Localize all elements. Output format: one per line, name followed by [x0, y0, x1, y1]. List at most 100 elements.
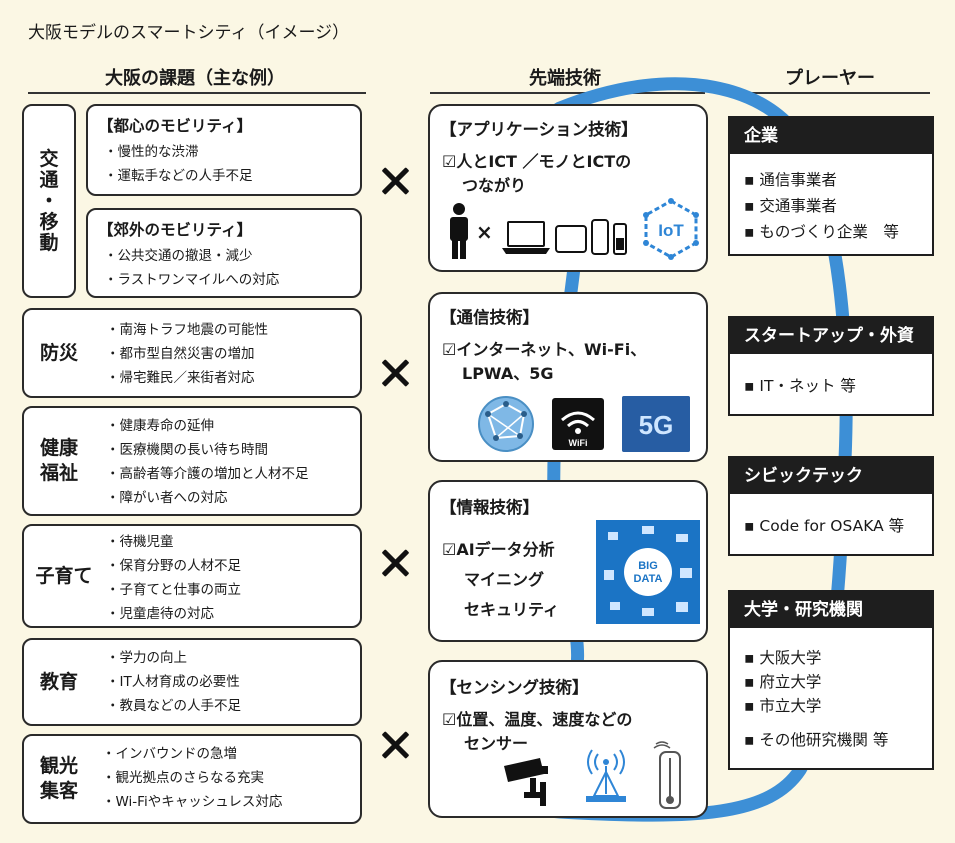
tourism-item: ・Wi-Fiやキャッシュレス対応 — [102, 794, 283, 810]
suburban-mobility-box: 【郊外のモビリティ】 ・公共交通の撤退・減少 ・ラストワンマイルへの対応 — [86, 208, 362, 298]
player-item: ▪ IT・ネット 等 — [744, 377, 856, 395]
health-item: ・医療機関の長い待ち時間 — [106, 442, 268, 458]
childcare-item: ・保育分野の人材不足 — [106, 558, 241, 574]
times-icon — [380, 548, 410, 578]
health-category-label: 健康 福祉 — [39, 437, 78, 484]
globe-network-icon — [478, 396, 534, 452]
big-data-label-line: DATA — [634, 573, 663, 585]
communication-tech-box: 【通信技術】 ☑インターネット、Wi-Fi、 LPWA、5G WiFi 5G — [428, 292, 708, 462]
health-item: ・健康寿命の延伸 — [106, 418, 214, 434]
education-box: 教育 ・学力の向上 ・IT人材育成の必要性 ・教員などの人手不足 — [22, 638, 362, 726]
childcare-item: ・子育てと仕事の両立 — [106, 582, 241, 598]
player-university-box: 大学・研究機関 ▪ 大阪大学 ▪ 府立大学 ▪ 市立大学 ▪ その他研究機関 等 — [728, 590, 934, 770]
information-tech-line: ☑AIデータ分析 — [442, 540, 555, 559]
thermometer-icon — [653, 741, 681, 809]
mobile-phone-icon — [613, 223, 627, 255]
communication-tech-line: ☑インターネット、Wi-Fi、 — [442, 340, 647, 359]
health-item: ・障がい者への対応 — [106, 490, 228, 506]
education-item: ・学力の向上 — [106, 650, 187, 666]
suburban-mobility-item: ・公共交通の撤退・減少 — [104, 248, 253, 264]
urban-mobility-title: 【都心のモビリティ】 — [98, 117, 253, 135]
player-startup-box: スタートアップ・外資 ▪ IT・ネット 等 — [728, 316, 934, 416]
education-item: ・IT人材育成の必要性 — [106, 674, 240, 690]
big-data-label-line: BIG — [638, 560, 658, 572]
information-tech-line: マイニング — [464, 570, 545, 589]
education-item: ・教員などの人手不足 — [106, 698, 241, 714]
iot-label: IoT — [658, 221, 684, 240]
player-item: ▪ ものづくり企業 等 — [744, 223, 899, 241]
disaster-item: ・南海トラフ地震の可能性 — [106, 322, 268, 338]
player-enterprise-box: 企業 ▪ 通信事業者 ▪ 交通事業者 ▪ ものづくり企業 等 — [728, 116, 934, 256]
player-university-title: 大学・研究機関 — [730, 592, 932, 628]
iot-icon: IoT — [643, 198, 699, 260]
issues-header-line — [28, 92, 366, 94]
disaster-item: ・都市型自然災害の増加 — [106, 346, 255, 362]
page-title: 大阪モデルのスマートシティ（イメージ） — [28, 23, 350, 43]
player-startup-title: スタートアップ・外資 — [730, 318, 932, 354]
player-item: ▪ その他研究機関 等 — [744, 731, 889, 749]
player-civictech-box: シビックテック ▪ Code for OSAKA 等 — [728, 456, 934, 556]
suburban-mobility-title: 【郊外のモビリティ】 — [98, 221, 253, 239]
tourism-item: ・観光拠点のさらなる充実 — [102, 770, 264, 786]
player-item: ▪ 市立大学 — [744, 697, 822, 715]
tech-header: 先端技術 — [529, 68, 601, 89]
childcare-item: ・待機児童 — [106, 534, 174, 550]
application-tech-title: 【アプリケーション技術】 — [440, 120, 638, 139]
information-tech-box: 【情報技術】 ☑AIデータ分析 マイニング セキュリティ BIG DATA — [428, 480, 708, 642]
tablet-icon — [555, 225, 587, 253]
times-icon — [380, 730, 410, 760]
smartphone-icon — [591, 219, 609, 255]
disaster-item: ・帰宅難民／来街者対応 — [106, 370, 255, 386]
sensing-tech-line: ☑位置、温度、速度などの — [442, 710, 633, 729]
mobility-category-label: 交 通 ・ 移 動 — [39, 147, 59, 254]
times-small-icon: × — [476, 220, 493, 244]
health-box: 健康 福祉 ・健康寿命の延伸 ・医療機関の長い待ち時間 ・高齢者等介護の増加と人… — [22, 406, 362, 516]
sensing-tech-box: 【センシング技術】 ☑位置、温度、速度などの センサー — [428, 660, 708, 818]
application-tech-line: ☑人とICT ／モノとICTの — [442, 152, 632, 171]
big-data-icon: BIG DATA — [596, 520, 700, 624]
wifi-label: WiFi — [569, 438, 588, 448]
5g-label: 5G — [639, 410, 674, 440]
players-header-line — [735, 92, 930, 94]
player-item: ▪ 交通事業者 — [744, 197, 837, 215]
childcare-category-label: 子育て — [35, 564, 93, 587]
urban-mobility-box: 【都心のモビリティ】 ・慢性的な渋滞 ・運転手などの人手不足 — [86, 104, 362, 196]
application-tech-box: 【アプリケーション技術】 ☑人とICT ／モノとICTの つながり × IoT — [428, 104, 708, 272]
urban-mobility-item: ・運転手などの人手不足 — [104, 168, 253, 184]
disaster-box: 防災 ・南海トラフ地震の可能性 ・都市型自然災害の増加 ・帰宅難民／来街者対応 — [22, 308, 362, 398]
5g-icon: 5G — [622, 396, 690, 452]
tourism-category-label: 観光 集客 — [39, 755, 78, 802]
health-item: ・高齢者等介護の増加と人材不足 — [106, 466, 309, 482]
urban-mobility-item: ・慢性的な渋滞 — [104, 144, 199, 160]
disaster-category-label: 防災 — [39, 341, 78, 364]
mobility-category-box: 交 通 ・ 移 動 — [22, 104, 76, 298]
childcare-box: 子育て ・待機児童 ・保育分野の人材不足 ・子育てと仕事の両立 ・児童虐待の対応 — [22, 524, 362, 628]
issues-header: 大阪の課題（主な例） — [105, 68, 285, 89]
person-icon — [450, 203, 468, 259]
security-camera-icon — [504, 758, 548, 806]
tourism-box: 観光 集客 ・インバウンドの急増 ・観光拠点のさらなる充実 ・Wi-Fiやキャッ… — [22, 734, 362, 824]
childcare-item: ・児童虐待の対応 — [106, 606, 214, 622]
tourism-item: ・インバウンドの急増 — [102, 746, 237, 762]
application-tech-line: つながり — [462, 176, 527, 195]
wifi-icon: WiFi — [552, 398, 604, 450]
suburban-mobility-item: ・ラストワンマイルへの対応 — [104, 272, 280, 288]
player-item: ▪ 通信事業者 — [744, 171, 837, 189]
communication-tech-line: LPWA、5G — [462, 364, 554, 383]
player-item: ▪ 大阪大学 — [744, 649, 822, 667]
sensing-tech-line: センサー — [464, 734, 529, 753]
players-header: プレーヤー — [785, 68, 875, 89]
laptop-icon — [502, 221, 550, 254]
times-icon — [380, 358, 410, 388]
player-item: ▪ Code for OSAKA 等 — [744, 517, 905, 535]
player-civictech-title: シビックテック — [730, 458, 932, 494]
player-item: ▪ 府立大学 — [744, 673, 822, 691]
tech-header-line — [430, 92, 705, 94]
sensing-tech-title: 【センシング技術】 — [440, 678, 589, 697]
information-tech-title: 【情報技術】 — [440, 498, 539, 517]
player-enterprise-title: 企業 — [730, 118, 932, 154]
education-category-label: 教育 — [39, 670, 78, 693]
times-icon — [380, 166, 410, 196]
communication-tech-title: 【通信技術】 — [440, 308, 539, 327]
antenna-sensor-icon — [586, 749, 626, 802]
